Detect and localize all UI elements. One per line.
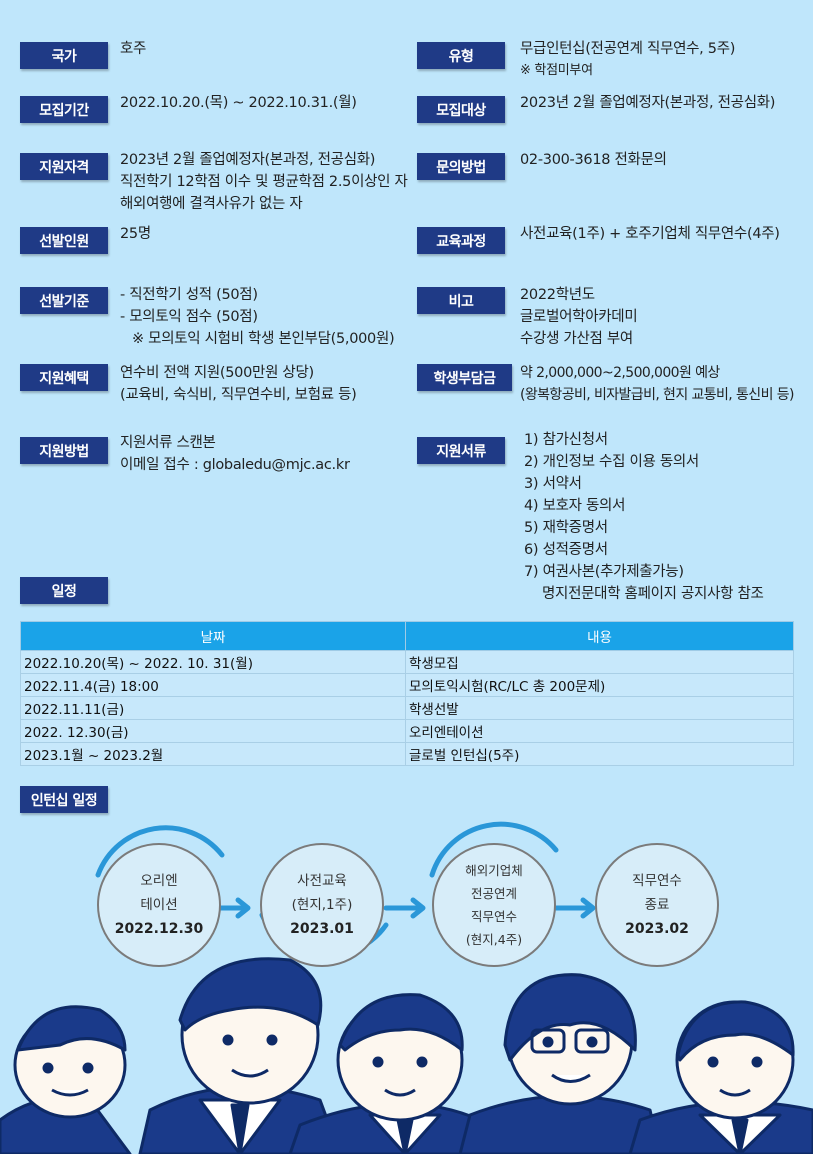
table-row: 2022.10.20(목) ~ 2022. 10. 31(월)학생모집 xyxy=(20,650,794,674)
step-overseas-training: 해외기업체 전공연계 직무연수 (현지,4주) xyxy=(432,843,556,967)
label-remark: 비고 xyxy=(417,287,505,314)
label-country: 국가 xyxy=(20,42,108,69)
value-criteria: - 직전학기 성적 (50점) - 모의토익 점수 (50점) ※ 모의토익 시… xyxy=(120,287,395,347)
label-qualification: 지원자격 xyxy=(20,153,108,180)
cell-date: 2022. 12.30(금) xyxy=(20,719,406,743)
cell-content: 글로벌 인턴십(5주) xyxy=(405,742,794,766)
value-target: 2023년 2월 졸업예정자(본과정, 전공심화) xyxy=(520,95,776,111)
arc-3 xyxy=(429,821,559,878)
arc-1 xyxy=(95,825,225,878)
arrow-head-2 xyxy=(410,897,426,919)
cell-content: 학생선발 xyxy=(405,696,794,720)
label-count: 선발인원 xyxy=(20,227,108,254)
value-contact: 02-300-3618 전화문의 xyxy=(520,152,667,168)
value-type: 무급인턴십(전공연계 직무연수, 5주) ※ 학점미부여 xyxy=(520,41,736,78)
value-qualification: 2023년 2월 졸업예정자(본과정, 전공심화) 직전학기 12학점 이수 및… xyxy=(120,152,408,212)
value-country: 호주 xyxy=(120,41,147,57)
label-student-cost: 학생부담금 xyxy=(417,364,512,391)
label-criteria: 선발기준 xyxy=(20,287,108,314)
arrow-head-1 xyxy=(235,897,251,919)
header-date: 날짜 xyxy=(20,621,406,651)
arrow-head-3 xyxy=(580,897,596,919)
table-header-row: 날짜 내용 xyxy=(20,621,794,651)
label-benefit: 지원혜택 xyxy=(20,364,108,391)
label-course: 교육과정 xyxy=(417,227,505,254)
table-row: 2022. 12.30(금)오리엔테이션 xyxy=(20,719,794,743)
schedule-table: 날짜 내용 2022.10.20(목) ~ 2022. 10. 31(월)학생모… xyxy=(20,621,794,766)
label-internship: 인턴십 일정 xyxy=(20,786,108,813)
cell-date: 2023.1월 ~ 2023.2월 xyxy=(20,742,406,766)
label-contact: 문의방법 xyxy=(417,153,505,180)
header-content: 내용 xyxy=(405,621,794,651)
label-type: 유형 xyxy=(417,42,505,69)
value-student-cost: 약 2,000,000~2,500,000원 예상 (왕복항공비, 비자발급비,… xyxy=(520,365,794,403)
step-complete: 직무연수 종료 2023.02 xyxy=(595,843,719,967)
cell-date: 2022.11.4(금) 18:00 xyxy=(20,673,406,697)
label-method: 지원방법 xyxy=(20,437,108,464)
value-method: 지원서류 스캔본 이메일 접수 : globaledu@mjc.ac.kr xyxy=(120,435,350,473)
cell-date: 2022.10.20(목) ~ 2022. 10. 31(월) xyxy=(20,650,406,674)
cell-date: 2022.11.11(금) xyxy=(20,696,406,720)
value-course: 사전교육(1주) + 호주기업체 직무연수(4주) xyxy=(520,226,780,242)
value-period: 2022.10.20.(목) ~ 2022.10.31.(월) xyxy=(120,95,357,111)
step-pre-education: 사전교육 (현지,1주) 2023.01 xyxy=(260,843,384,967)
value-remark: 2022학년도 글로벌어학아카데미 수강생 가산점 부여 xyxy=(520,287,638,347)
step-orientation: 오리엔 테이션 2022.12.30 xyxy=(97,843,221,967)
table-row: 2022.11.11(금)학생선발 xyxy=(20,696,794,720)
label-schedule: 일정 xyxy=(20,577,108,604)
label-target: 모집대상 xyxy=(417,96,505,123)
people-illustration xyxy=(0,957,813,1154)
label-documents: 지원서류 xyxy=(417,437,505,464)
value-count: 25명 xyxy=(120,226,151,242)
value-benefit: 연수비 전액 지원(500만원 상당) (교육비, 숙식비, 직무연수비, 보험… xyxy=(120,365,357,403)
value-documents: 1) 참가신청서 2) 개인정보 수집 이용 동의서 3) 서약서 4) 보호자… xyxy=(524,432,764,602)
label-period: 모집기간 xyxy=(20,96,108,123)
cell-content: 모의토익시험(RC/LC 총 200문제) xyxy=(405,673,794,697)
cell-content: 오리엔테이션 xyxy=(405,719,794,743)
cell-content: 학생모집 xyxy=(405,650,794,674)
